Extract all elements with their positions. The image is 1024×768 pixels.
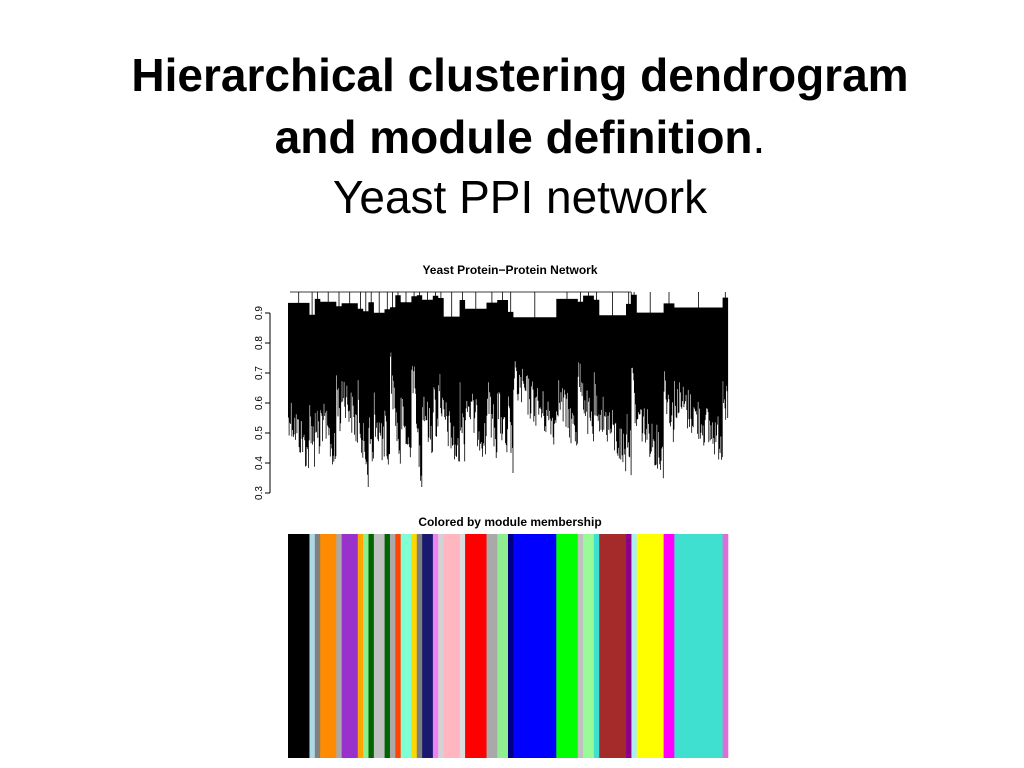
module-color-band <box>577 534 584 758</box>
module-color-band <box>631 534 638 758</box>
y-tick-label: 0.5 <box>254 426 265 440</box>
y-tick-label: 0.4 <box>254 456 265 470</box>
module-color-band <box>384 534 391 758</box>
module-color-band <box>389 534 396 758</box>
module-color-band <box>309 534 316 758</box>
slide-title-period: . <box>752 111 766 163</box>
module-color-band <box>513 534 557 758</box>
y-tick-label: 0.6 <box>254 396 265 410</box>
module-color-band <box>368 534 375 758</box>
slide-title-line-1: Hierarchical clustering dendrogram <box>131 49 909 101</box>
module-color-band <box>583 534 595 758</box>
y-tick-label: 0.3 <box>254 486 265 500</box>
slide-title-line-2-text: and module definition <box>274 111 753 163</box>
y-tick-label: 0.9 <box>254 306 265 320</box>
module-color-band <box>508 534 514 758</box>
module-color-band <box>636 534 664 758</box>
module-colors-title: Colored by module membership <box>418 515 602 529</box>
module-color-band <box>438 534 444 758</box>
module-color-band <box>422 534 434 758</box>
dendrogram-plot: 0.3 0.4 0.5 0.6 0.7 0.8 0.9 <box>254 291 729 500</box>
slide-subtitle: Yeast PPI network <box>332 171 708 223</box>
module-color-band <box>336 534 342 758</box>
module-color-band <box>663 534 675 758</box>
module-color-band <box>465 534 487 758</box>
module-color-band <box>416 534 423 758</box>
module-color-band <box>593 534 600 758</box>
module-color-band <box>626 534 632 758</box>
module-color-band <box>486 534 498 758</box>
module-color-band <box>373 534 385 758</box>
module-color-band <box>722 534 729 758</box>
module-color-band <box>432 534 439 758</box>
module-color-band <box>599 534 627 758</box>
module-color-band <box>395 534 401 758</box>
module-color-band <box>400 534 412 758</box>
y-tick-label: 0.7 <box>254 366 265 380</box>
module-color-band <box>288 534 310 758</box>
module-color-band <box>320 534 337 758</box>
module-color-band <box>411 534 418 758</box>
module-color-band <box>357 534 364 758</box>
slide-title-block: Hierarchical clustering dendrogram and m… <box>0 44 1024 226</box>
y-tick-label: 0.8 <box>254 336 265 350</box>
module-colors-bar <box>288 534 729 758</box>
module-color-band <box>459 534 466 758</box>
module-color-band <box>497 534 509 758</box>
module-color-band <box>443 534 461 758</box>
dendrogram-title: Yeast Protein−Protein Network <box>422 263 598 277</box>
dendrogram-branch-lines <box>288 291 729 487</box>
slide-title-line-2: and module definition. <box>0 106 1024 168</box>
module-color-band <box>341 534 359 758</box>
dendrogram-branches <box>288 291 729 487</box>
module-color-band <box>556 534 579 758</box>
module-color-band <box>363 534 369 758</box>
module-color-band <box>674 534 723 758</box>
y-axis: 0.3 0.4 0.5 0.6 0.7 0.8 0.9 <box>254 306 271 500</box>
module-color-band <box>314 534 321 758</box>
